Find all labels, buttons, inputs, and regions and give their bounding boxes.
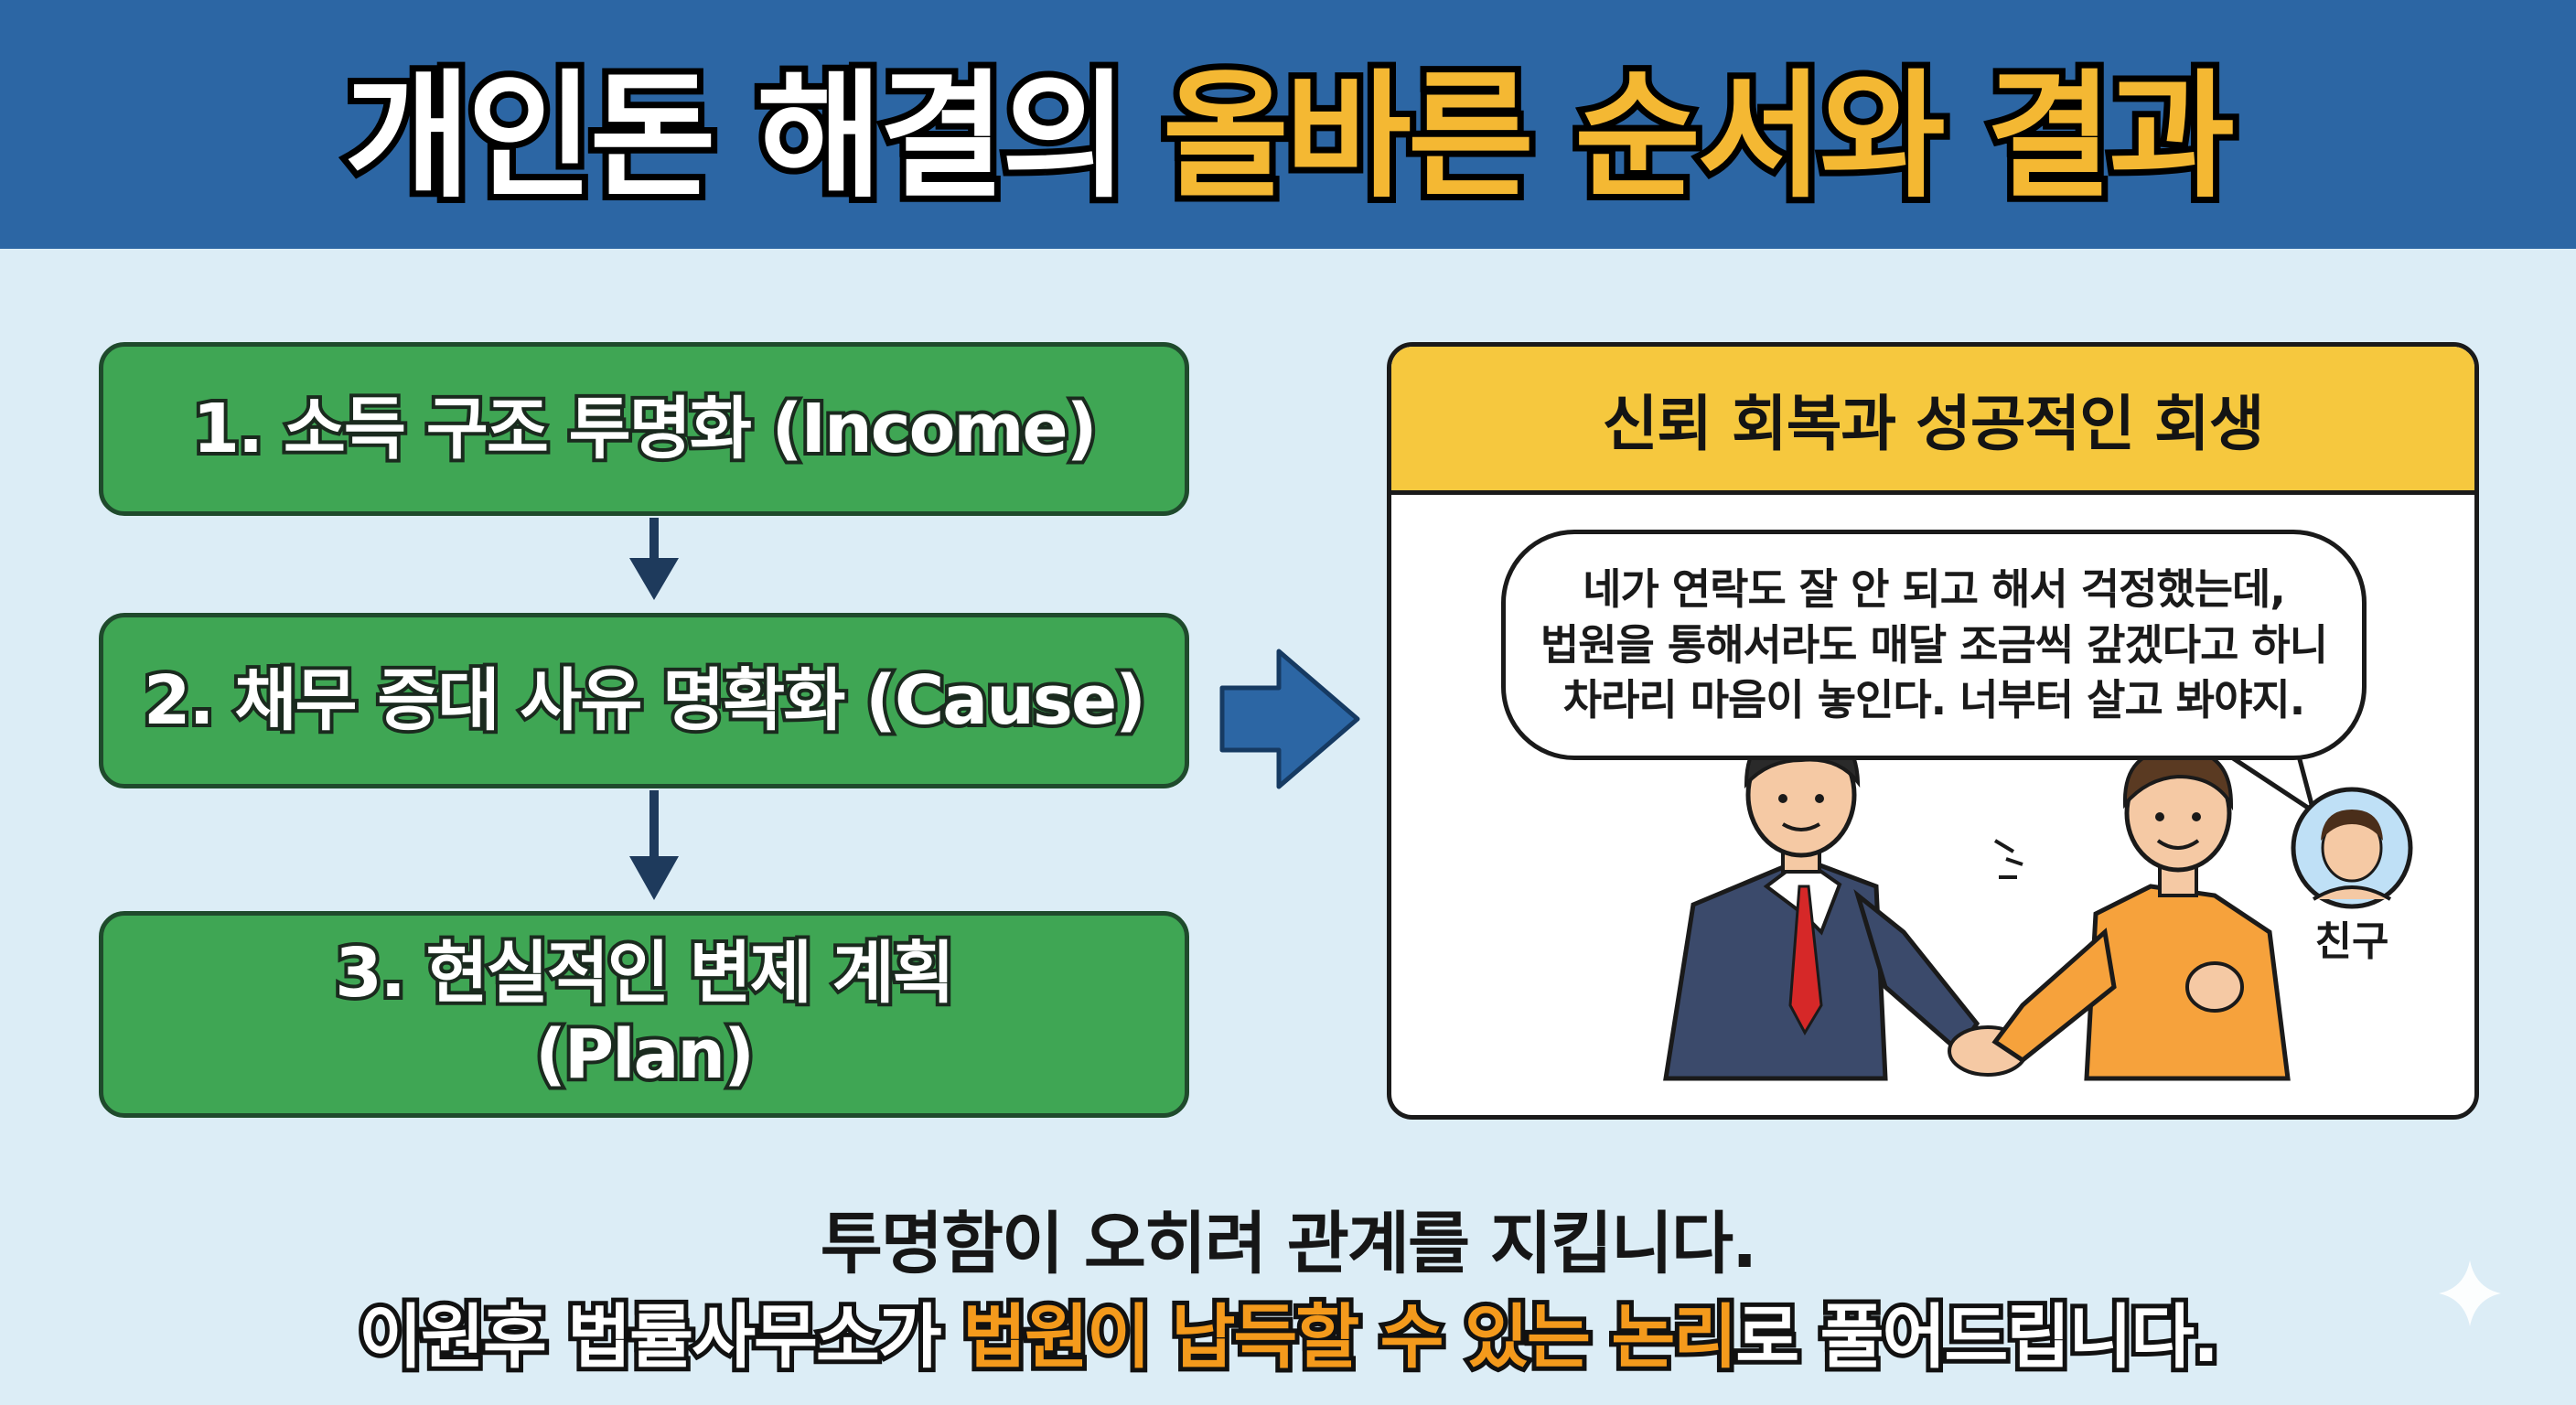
title-part-1: 개인돈 해결의 [338,51,1134,223]
result-card: 신뢰 회복과 성공적인 회생 [1387,342,2479,1120]
friend-avatar-icon [2291,787,2413,909]
sparkle-icon [2439,1260,2501,1326]
footer-line-2-highlight: 법원이 납득할 수 있는 논리 [958,1292,1742,1382]
bubble-line-2: 법원을 통해서라도 매달 조금씩 갚겠다고 하니 [1540,619,2328,670]
footer-line-2-c: 로 풀어드립니다. [1731,1292,2224,1382]
down-arrow-icon [629,518,679,600]
suited-man-figure [1663,724,1980,1081]
handshake-illustration [1663,724,2413,1081]
footer-line-1: 투명함이 오히려 관계를 지킵니다. [820,1205,1758,1283]
down-arrow-icon [629,790,679,900]
bubble-line-1: 네가 연락도 잘 안 되고 해서 걱정했는데, [1583,563,2286,614]
title-part-2: 올바른 순서와 결과 [1156,51,2241,223]
step-2-cause: 2. 채무 증대 사유 명확화 (Cause) [99,613,1189,788]
friend-label: 친구 [2314,918,2389,965]
step-3-line1: 3. 현실적인 변제 계획 [331,930,959,1016]
footer-line-2-a: 이원후 법률사무소가 [354,1292,963,1382]
step-2-label: 2. 채무 증대 사유 명확화 (Cause) [140,658,1150,744]
right-arrow-icon [1219,649,1360,789]
title-banner: 개인돈 해결의 올바른 순서와 결과 [0,0,2576,249]
bubble-line-3: 차라리 마음이 놓인다. 너부터 살고 봐야지. [1562,675,2305,725]
speech-bubble: 네가 연락도 잘 안 되고 해서 걱정했는데, 법원을 통해서라도 매달 조금씩… [1501,530,2367,760]
footer-line-2: 이원후 법률사무소가 법원이 납득할 수 있는 논리로 풀어드립니다. [0,1281,2576,1382]
step-3-plan: 3. 현실적인 변제 계획 (Plan) [99,911,1189,1118]
friend-figure [1991,746,2291,1081]
step-1-income: 1. 소득 구조 투명화 (Income) [99,342,1189,516]
step-1-label: 1. 소득 구조 투명화 (Income) [188,386,1100,472]
result-card-title: 신뢰 회복과 성공적인 회생 [1391,347,2474,495]
step-3-line2: (Plan) [531,1012,758,1098]
